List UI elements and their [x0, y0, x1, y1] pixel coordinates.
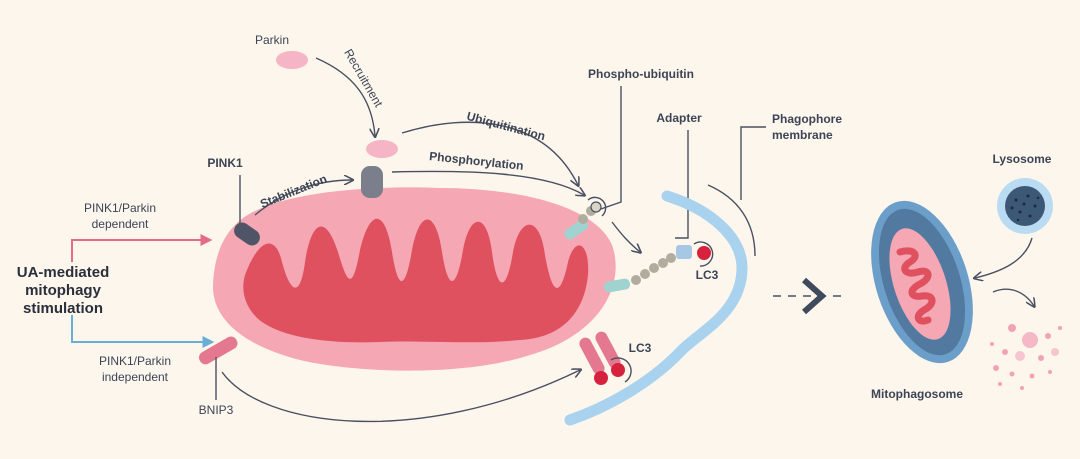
stimulus-label: UA-mediated	[17, 264, 110, 281]
phospho-ubiquitin	[590, 201, 602, 213]
lc3-protein-top	[697, 246, 711, 260]
parkin-label: Parkin	[255, 33, 289, 47]
phospho-ubiquitin-bracket	[587, 196, 607, 217]
ubiquitination-arrow	[401, 121, 578, 185]
ubiquitination-label: Ubiquitination	[465, 109, 547, 143]
ubiquitin-bead	[658, 258, 668, 268]
bnip3-dimer-a	[579, 337, 605, 375]
recruitment-arrow	[315, 57, 375, 136]
mitophagosome	[871, 200, 973, 364]
pink1-protein	[234, 222, 260, 246]
lc3-label-bottom: LC3	[629, 341, 652, 355]
bnip3-arrow	[221, 370, 580, 423]
stabilization-arrow	[254, 180, 352, 216]
lc3-protein-bottom-2	[611, 363, 625, 377]
lysosome-fusion-arrow	[975, 237, 1033, 278]
pathway-independent-label: PINK1/Parkin	[99, 354, 171, 368]
pathway-independent-label-2: independent	[102, 370, 169, 384]
parkin-docked	[366, 140, 398, 158]
pathway-dependent-label: PINK1/Parkin	[84, 201, 156, 215]
ubiquitin-bead	[666, 253, 676, 263]
mitochondrion	[212, 187, 616, 371]
adapter-leader	[675, 130, 689, 239]
pathway-dependent-label-2: dependent	[92, 217, 149, 231]
lc3-bracket-bottom	[610, 357, 632, 383]
dependent-pathway-arrow	[71, 234, 213, 262]
lysosome-particles	[1010, 194, 1040, 222]
pink1-label: PINK1	[207, 156, 243, 170]
lc3-protein-bottom	[594, 371, 608, 385]
parkin-protein	[276, 51, 308, 69]
stimulus-label-2: mitophagy	[25, 282, 101, 299]
bnip3-label: BNIP3	[199, 403, 234, 417]
phagophore-membrane	[564, 190, 748, 426]
independent-pathway-arrow	[71, 315, 215, 348]
cargo-arrow	[611, 221, 640, 252]
phospho-ubiquitin-leader	[597, 86, 622, 211]
ubiquitin-bead	[631, 275, 641, 285]
chevron-right-icon	[802, 277, 827, 315]
degraded-fragments	[990, 324, 1062, 390]
adapter-protein	[676, 245, 692, 259]
phagophore-label: Phagophore	[772, 112, 842, 126]
pink1-stabilized	[361, 166, 383, 198]
ubiquitin-bead	[640, 269, 650, 279]
receptor-upper	[564, 219, 589, 240]
phagophore-leader	[740, 126, 766, 200]
phospho-ubiquitin-label: Phospho-ubiquitin	[588, 67, 694, 81]
lysosome-inner	[1005, 186, 1045, 226]
lysosome-label: Lysosome	[993, 152, 1052, 166]
lc3-label-top: LC3	[696, 268, 719, 282]
phosphorylation-arrow	[391, 170, 584, 195]
phagophore-outline	[707, 184, 756, 257]
bnip3-protein	[199, 336, 238, 365]
receptor-lower	[604, 278, 631, 293]
ubiquitin-bead	[649, 263, 659, 273]
degradation-arrow	[992, 288, 1034, 306]
phagophore-label-2: membrane	[772, 128, 833, 142]
stimulus-label-3: stimulation	[23, 300, 103, 317]
phosphorylation-label: Phosphorylation	[429, 149, 525, 173]
adapter-label: Adapter	[656, 111, 702, 125]
mitophagosome-cristae	[896, 247, 936, 325]
lc3-bracket-top	[693, 241, 714, 267]
ubiquitin-bead	[578, 214, 588, 224]
mitochondrion-cristae	[243, 218, 589, 343]
mitophagosome-label: Mitophagosome	[871, 387, 963, 401]
